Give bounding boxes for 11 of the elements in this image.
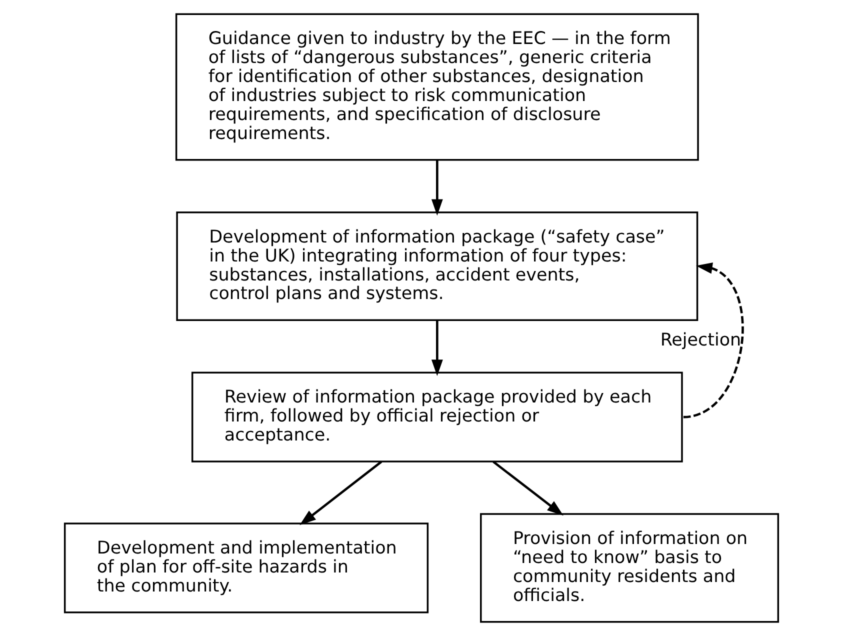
arrow — [492, 460, 564, 516]
node-box: Development of information package (“safety case” in the UK) integrating information of four types: substances, installations, accident events, control plans and systems. — [176, 211, 698, 322]
node-box: Guidance given to industry by the EEC — in the form of lists of “dangerous substances”, generic criteria for identification of other substances, designation of industries subject to risk communication requirements, and specification of disclosure requirements. — [175, 13, 699, 161]
arrow — [300, 460, 382, 526]
arrow — [431, 320, 443, 376]
node-box: Provision of information on “need to know” basis to community residents and officials. — [480, 513, 780, 623]
arrow — [431, 160, 443, 216]
arrow — [683, 262, 744, 418]
edge-label: Rejection — [660, 330, 742, 350]
node-box: Development and implementation of plan for off-site hazards in the community. — [64, 522, 429, 614]
node-box: Review of information package provided by each firm, followed by official rejection or acceptance. — [191, 372, 683, 462]
